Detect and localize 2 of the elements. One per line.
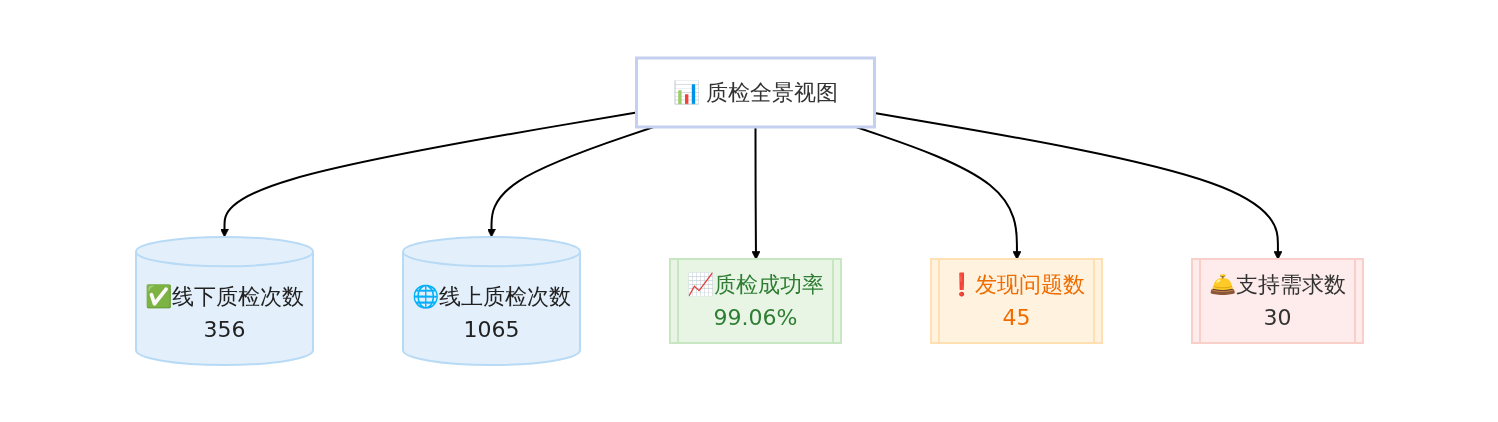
node-box: 📊 质检全景视图 <box>634 56 876 128</box>
arrow <box>219 111 637 237</box>
